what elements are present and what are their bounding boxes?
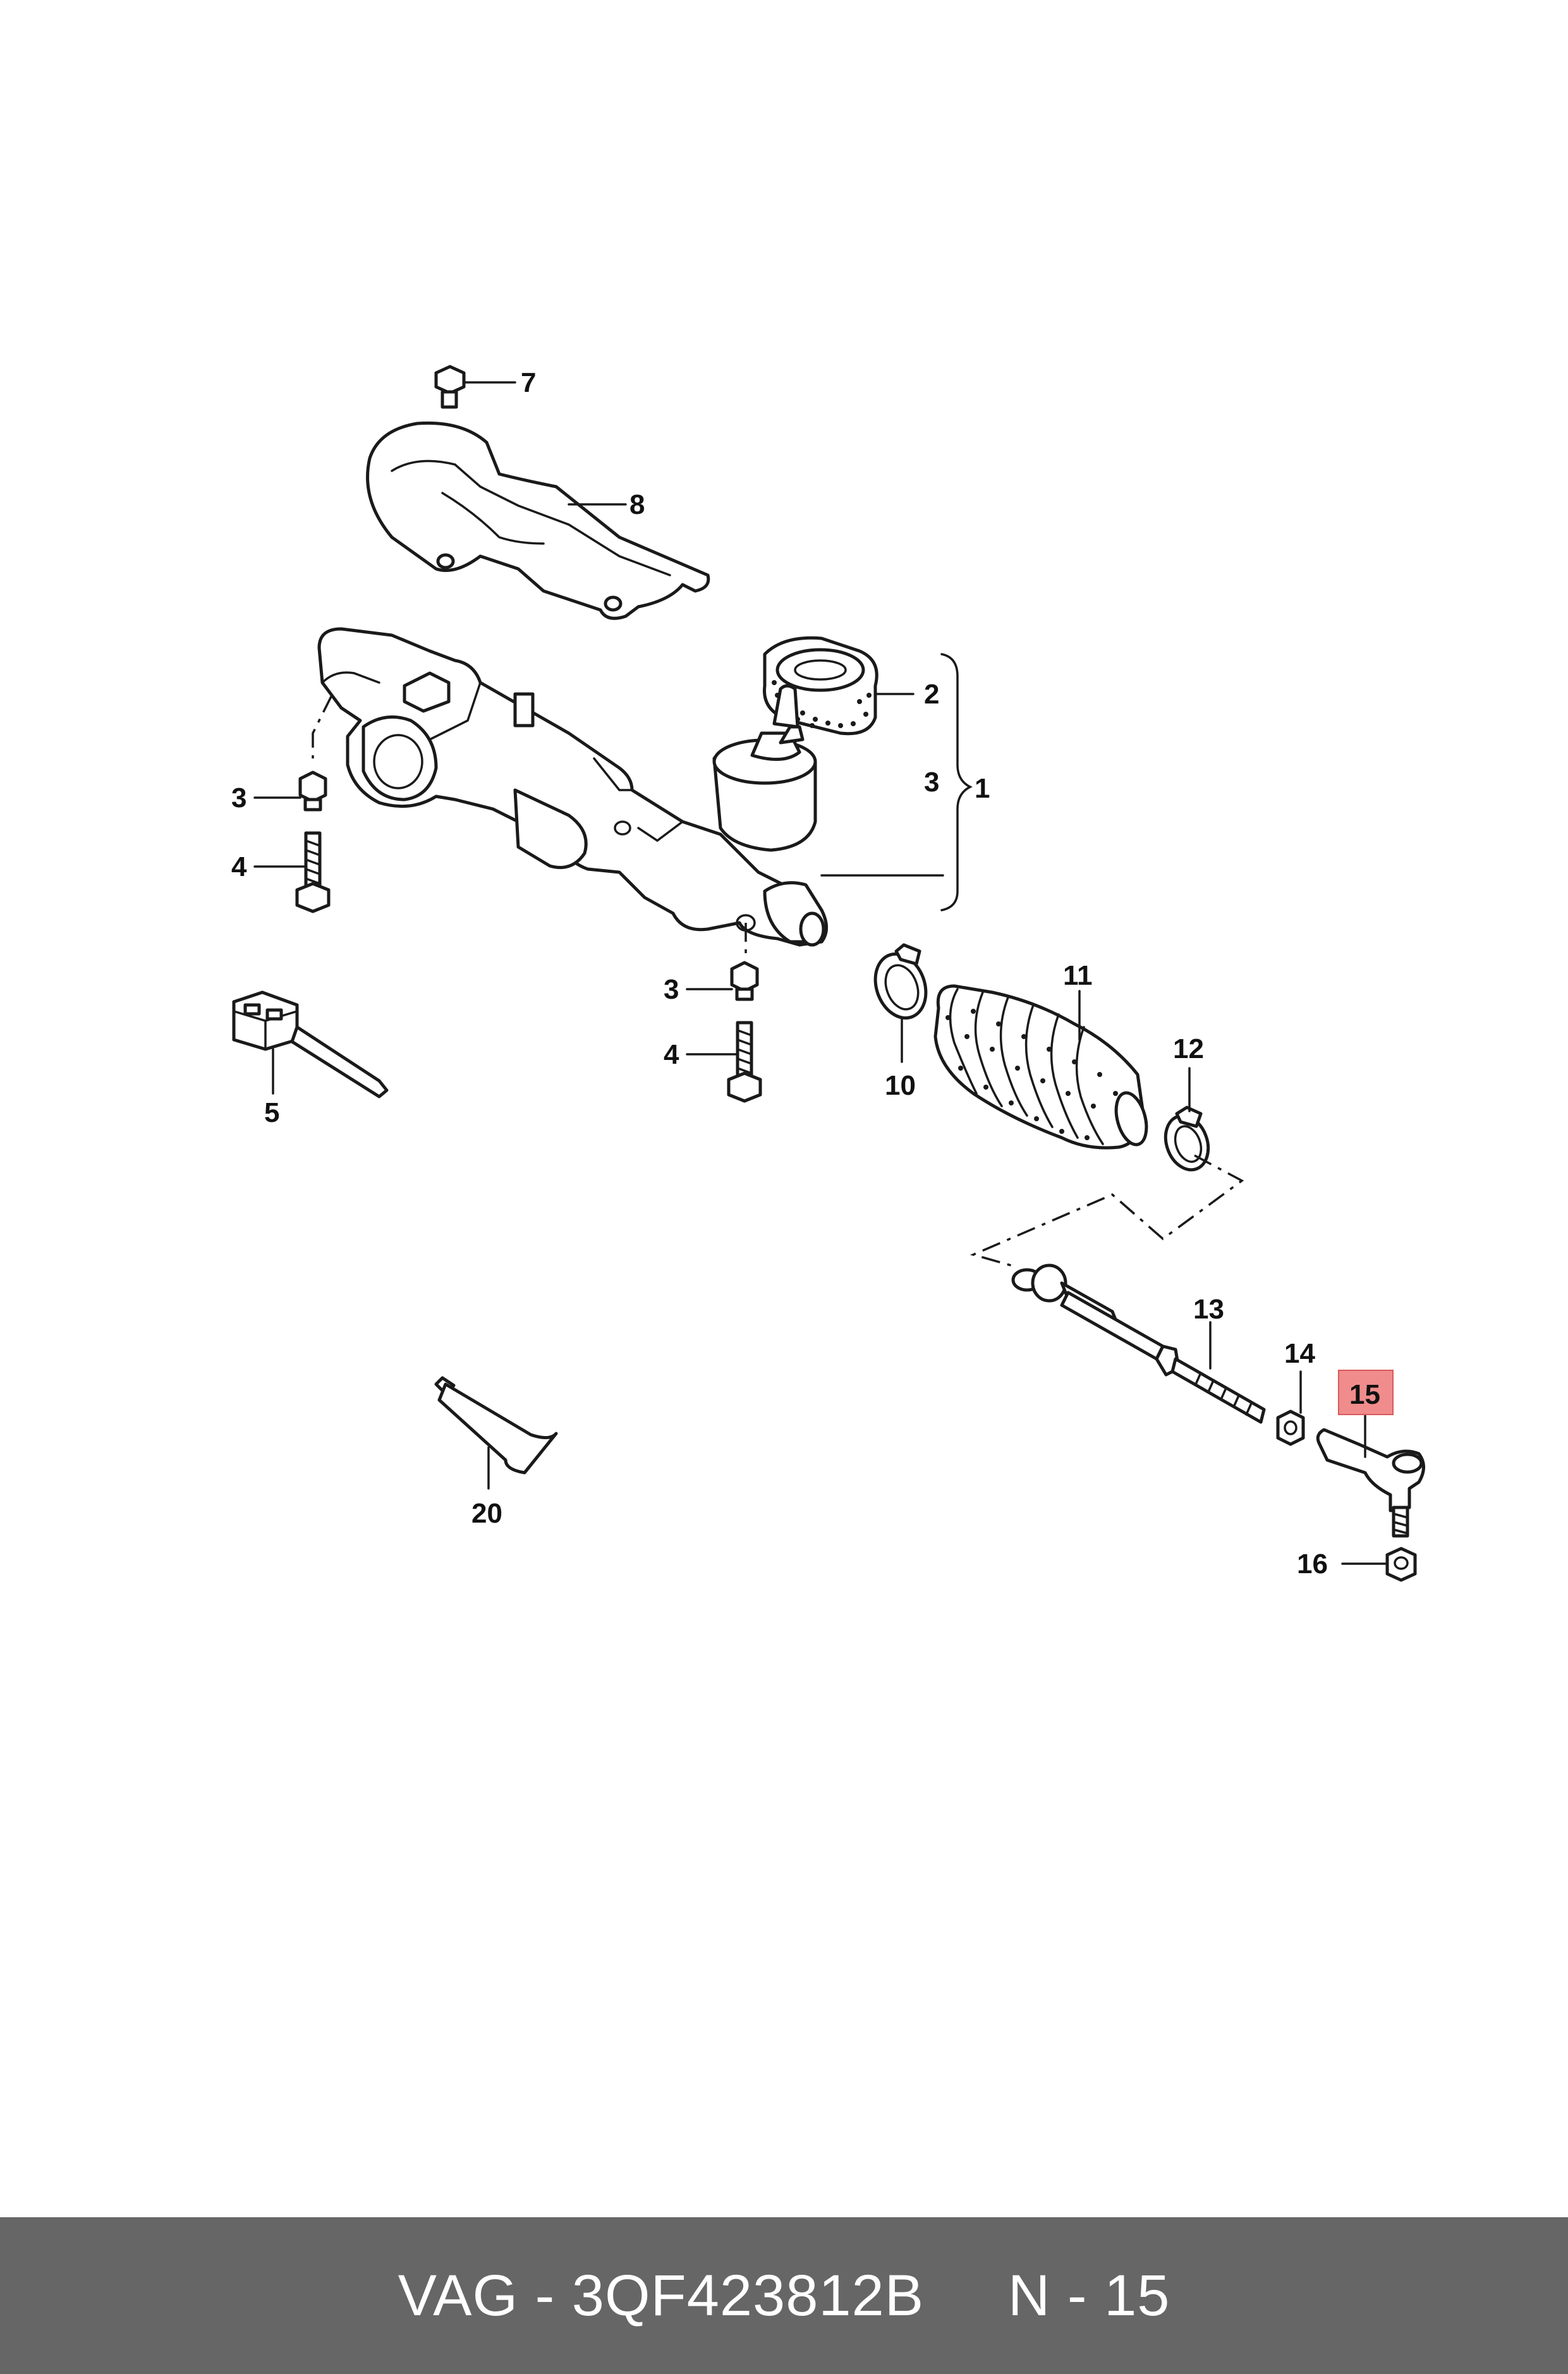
callout-5: 5 <box>264 1097 279 1128</box>
callout-7: 7 <box>521 367 536 398</box>
part-5-connector <box>232 990 389 1099</box>
parts-diagram: 1 2 3 3 4 3 4 5 7 8 10 11 12 13 14 15 16… <box>231 365 1425 1582</box>
callout-10: 10 <box>885 1070 916 1101</box>
part-14-nut <box>1276 1370 1305 1446</box>
part-20-grease-tube <box>434 1376 558 1490</box>
assembly-link-dashed <box>969 1154 1244 1269</box>
callout-3-middle: 3 <box>664 974 679 1005</box>
callout-8: 8 <box>629 489 645 520</box>
part-3-4-left-fasteners <box>253 770 331 913</box>
part-16-nut <box>1341 1547 1417 1582</box>
part-3-steering-gear <box>312 627 944 961</box>
footer-bar: VAG - 3QF423812B N - 15 <box>0 2217 1568 2374</box>
callout-20: 20 <box>471 1498 502 1529</box>
part-11-boot <box>933 984 1148 1150</box>
callout-3-left: 3 <box>231 782 246 813</box>
callout-3-group: 3 <box>924 767 939 798</box>
part-8-heat-shield <box>366 421 710 620</box>
callout-12: 12 <box>1173 1033 1204 1064</box>
part-12-clamp <box>1164 1067 1210 1172</box>
part-13-inner-tie-rod <box>1011 1263 1266 1424</box>
callout-13: 13 <box>1193 1294 1224 1325</box>
callout-1: 1 <box>975 773 990 804</box>
callout-4-left: 4 <box>231 851 247 882</box>
group-bracket <box>940 653 973 911</box>
highlight-box <box>1338 1370 1394 1415</box>
callout-11: 11 <box>1063 960 1093 991</box>
part-10-clamp <box>873 943 928 1063</box>
callout-4-middle: 4 <box>664 1039 679 1070</box>
callout-15: 15 <box>1349 1379 1380 1410</box>
callout-2: 2 <box>924 679 939 710</box>
callout-16: 16 <box>1297 1549 1328 1580</box>
part-15-tie-rod-end <box>1316 1415 1425 1538</box>
part-7-bolt <box>434 365 516 409</box>
part-3-4-middle-fasteners <box>686 961 762 1103</box>
part-number-caption: VAG - 3QF423812B N - 15 <box>398 2263 1170 2328</box>
callout-14: 14 <box>1284 1338 1315 1369</box>
